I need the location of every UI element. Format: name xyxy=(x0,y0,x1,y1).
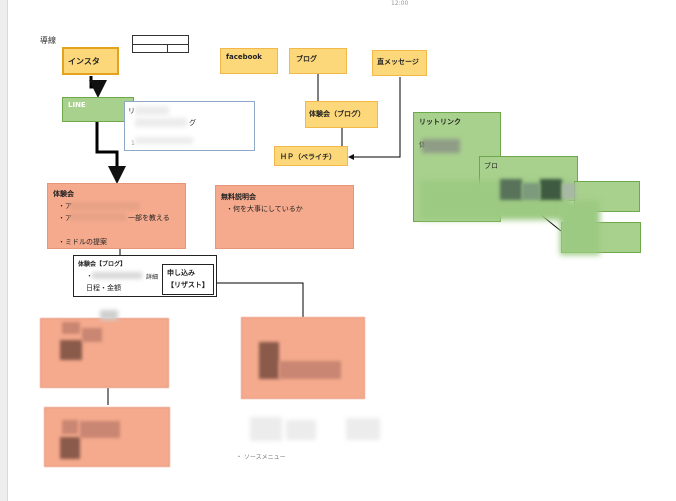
redacted-right-b xyxy=(279,361,341,379)
litlink-wash-2 xyxy=(560,200,600,255)
node-trial: 体験会 ・ア ・ア 一部を教える ・ミドルの提案 xyxy=(47,183,186,249)
litlink-redaction-b xyxy=(540,179,562,200)
redacted-left-1-top xyxy=(100,310,118,320)
redacted-left-2-c xyxy=(62,420,78,434)
bottom-redaction-3 xyxy=(346,418,380,440)
node-blog-label: ブログ xyxy=(296,55,317,63)
node-hp: ＨＰ（ペライチ） xyxy=(274,146,348,166)
node-trial-bullet-1: ・ア xyxy=(58,202,72,210)
empty-table xyxy=(132,35,189,53)
line-card-redaction-3 xyxy=(135,137,193,144)
node-apply: 申し込み 【リザスト】 xyxy=(162,264,214,295)
redacted-left-2-a xyxy=(60,437,80,459)
node-apply-line1: 申し込み xyxy=(167,269,195,277)
litlink-redaction-a xyxy=(500,179,522,200)
node-insta: インスタ xyxy=(62,47,119,75)
trial-redaction-2 xyxy=(70,213,126,221)
litlink-redaction-c xyxy=(522,183,540,200)
line-card-text-2: グ xyxy=(189,119,196,127)
node-trial-blog-suffix: 詳細 xyxy=(146,274,159,281)
bottom-redaction-2 xyxy=(286,420,316,440)
trial-blog-redaction xyxy=(92,272,142,279)
node-free-seminar-title: 無料説明会 xyxy=(221,193,256,201)
diagram-caption: 導線 xyxy=(40,36,56,45)
node-lead-message: 直メッセージ xyxy=(372,50,427,76)
line-card-redaction-1 xyxy=(135,106,169,115)
node-blog-trial: 体験会（ブログ） xyxy=(305,101,378,128)
node-litlink-inner-label: ブロ xyxy=(484,162,498,170)
node-trial-blog-line2: ・ xyxy=(86,272,93,280)
node-facebook-label: facebook xyxy=(226,53,262,61)
node-line-label: LINE xyxy=(68,101,86,109)
node-trial-bullet-3: ・ミドルの提案 xyxy=(58,238,107,246)
edge-apply-right xyxy=(214,282,304,317)
node-line: LINE xyxy=(62,97,134,122)
node-blog-trial-label: 体験会（ブログ） xyxy=(309,110,365,118)
redacted-left-1-a xyxy=(60,340,82,360)
node-litlink-label: リットリンク xyxy=(419,118,461,126)
trial-redaction-1 xyxy=(70,202,140,210)
node-free-seminar: 無料説明会 ・何を大事にしているか xyxy=(215,185,354,249)
node-blog: ブログ xyxy=(289,48,347,74)
node-lead-message-label: 直メッセージ xyxy=(377,58,419,66)
line-card-redaction-2 xyxy=(135,118,187,127)
redacted-left-1-c xyxy=(62,322,80,334)
redacted-right-a xyxy=(259,342,279,379)
node-trial-title: 体験会 xyxy=(53,190,74,198)
node-trial-blog-line3: 日程・金額 xyxy=(86,284,121,292)
line-card-text-1: リ xyxy=(128,107,135,115)
node-apply-line2: 【リザスト】 xyxy=(167,281,209,289)
node-free-seminar-bullet-1: ・何を大事にしているか xyxy=(226,205,303,213)
bottom-redaction-1 xyxy=(250,417,282,441)
redacted-left-1-b xyxy=(82,328,102,342)
litlink-redaction xyxy=(422,139,460,153)
edge-insta-line xyxy=(89,76,107,98)
node-insta-label: インスタ xyxy=(68,57,100,66)
top-mark: 12:00 xyxy=(391,0,409,7)
litlink-redaction-d xyxy=(562,183,576,199)
line-card-text-3: 1 xyxy=(131,140,135,147)
node-hp-label: ＨＰ（ペライチ） xyxy=(280,153,336,161)
node-trial-blog-title: 体験会【ブログ】 xyxy=(78,261,127,268)
footnote: ・ ソースメニュー xyxy=(236,454,286,461)
page-left-margin xyxy=(0,0,8,501)
node-line-card: リ グ 1 xyxy=(124,101,255,151)
redacted-left-2-b xyxy=(80,421,120,438)
node-facebook: facebook xyxy=(220,48,278,74)
edge-message-hp xyxy=(348,77,401,160)
edge-line-trial xyxy=(95,122,126,184)
